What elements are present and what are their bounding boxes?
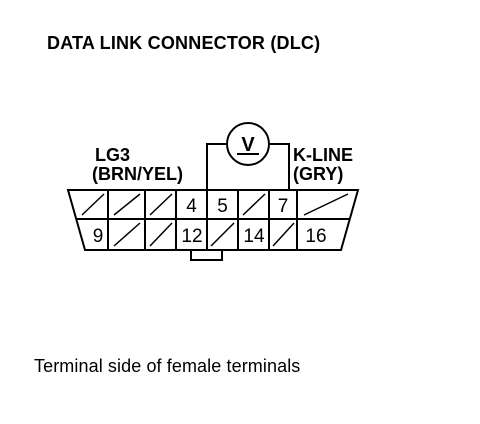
lg3-wire-color: (BRN/YEL) — [92, 164, 183, 184]
k-line-wire-color: (GRY) — [293, 164, 343, 184]
k-line-label: K-LINE — [293, 145, 353, 165]
pin-4-label: 4 — [186, 196, 197, 217]
voltmeter-circuit: V — [206, 122, 290, 190]
diagram-title: DATA LINK CONNECTOR (DLC) — [47, 33, 321, 53]
voltmeter-symbol: V — [241, 134, 255, 156]
pin-7-label: 7 — [278, 196, 289, 217]
pin-5-label: 5 — [217, 196, 228, 217]
lg3-label: LG3 — [95, 145, 130, 165]
pin-12-label: 12 — [181, 226, 202, 247]
diagram-caption: Terminal side of female terminals — [34, 356, 301, 376]
pin-16-label: 16 — [305, 226, 326, 247]
pin-9-label: 9 — [93, 226, 104, 247]
unused-terminal-marks — [81, 193, 349, 247]
pin-14-label: 14 — [243, 226, 265, 247]
connector-body — [66, 189, 360, 261]
